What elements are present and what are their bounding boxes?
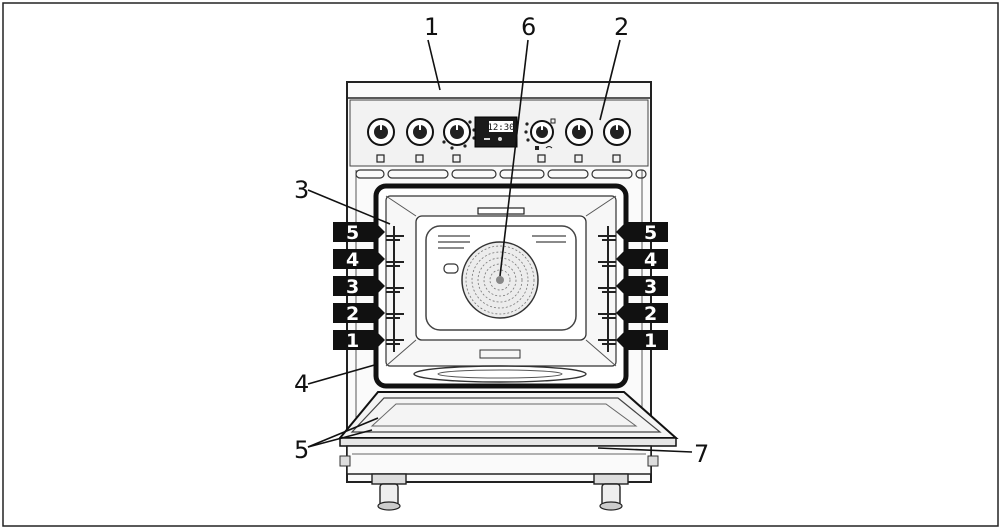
oven-lamp (443, 263, 459, 274)
shelf-level-tag-right-2: 2 (616, 303, 668, 325)
callout-3: 3 (294, 176, 309, 204)
svg-text:4: 4 (644, 249, 657, 271)
shelf-level-tag-left-4: 4 (333, 249, 385, 271)
leader-4 (307, 363, 379, 385)
callout-6: 6 (521, 13, 536, 41)
shelf-level-tags-left: 5 4 3 2 1 (333, 222, 385, 352)
svg-text:3: 3 (346, 276, 359, 298)
knob-5[interactable] (565, 118, 593, 146)
svg-text:2: 2 (346, 303, 359, 325)
svg-text:5: 5 (644, 222, 657, 244)
shelf-level-tag-right-5: 5 (616, 222, 668, 244)
shelf-level-tag-left-3: 3 (333, 276, 385, 298)
shelf-level-tag-left-2: 2 (333, 303, 385, 325)
leader-1 (427, 39, 441, 91)
grill-element (477, 207, 525, 215)
vent-slots (355, 169, 647, 179)
callout-7: 7 (694, 440, 709, 468)
knob-3[interactable] (443, 118, 471, 146)
oven-door[interactable] (337, 391, 679, 447)
clock-readout: 12:30 (487, 123, 514, 133)
callout-4: 4 (294, 370, 309, 398)
shelf-level-tag-right-1: 1 (616, 330, 668, 352)
leader-2 (599, 39, 621, 121)
svg-text:3: 3 (644, 276, 657, 298)
shelf-level-tag-left-1: 1 (333, 330, 385, 352)
callout-1: 1 (424, 13, 439, 41)
callout-labels: 1 2 3 4 5 6 7 (294, 13, 709, 468)
shelf-level-tag-left-5: 5 (333, 222, 385, 244)
svg-text:5: 5 (346, 222, 359, 244)
shelf-runners-left (386, 226, 404, 352)
svg-text:2: 2 (644, 303, 657, 325)
leader-5a (307, 417, 379, 448)
svg-text:1: 1 (346, 330, 359, 352)
knob-2[interactable] (406, 118, 434, 146)
shelf-runners-right (598, 226, 616, 352)
adjustable-feet (371, 473, 629, 511)
shelf-level-tag-right-4: 4 (616, 249, 668, 271)
callout-leaders (307, 39, 693, 453)
fan-cover (425, 225, 577, 331)
cavity-drain (479, 349, 521, 359)
door-edge (339, 437, 677, 447)
oven-cavity (373, 183, 629, 389)
knob-4[interactable] (530, 120, 554, 144)
leader-7 (597, 447, 693, 453)
fan-grid (461, 241, 539, 319)
storage-drawer[interactable] (339, 445, 659, 475)
bottom-element (413, 365, 587, 383)
leader-3 (307, 189, 391, 225)
svg-text:4: 4 (346, 249, 359, 271)
leader-5b (307, 429, 373, 448)
control-panel: 12:30 (349, 99, 649, 167)
shelf-level-tags-right: 5 4 3 2 1 (616, 222, 668, 352)
knob-1[interactable] (367, 118, 395, 146)
svg-text:1: 1 (644, 330, 657, 352)
shelf-level-tag-right-3: 3 (616, 276, 668, 298)
callout-5: 5 (294, 436, 309, 464)
callout-2: 2 (614, 13, 629, 41)
back-wall-vents (438, 235, 566, 249)
knob-6[interactable] (603, 118, 631, 146)
leader-6 (499, 39, 529, 277)
clock-display: 12:30 (474, 116, 518, 148)
knob-4-markers (524, 118, 556, 150)
zone-indicators (376, 154, 621, 163)
